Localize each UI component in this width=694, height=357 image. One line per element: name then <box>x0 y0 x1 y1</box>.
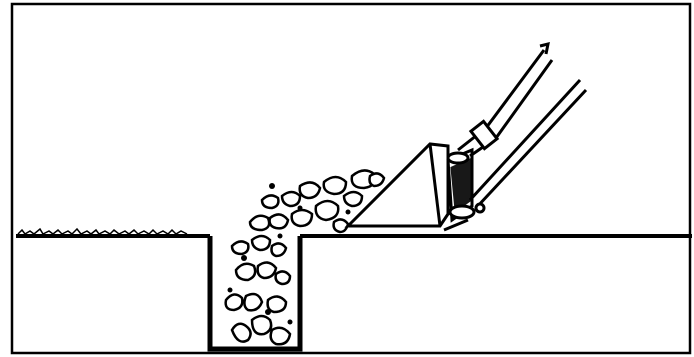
blade-push-arm <box>448 150 474 220</box>
